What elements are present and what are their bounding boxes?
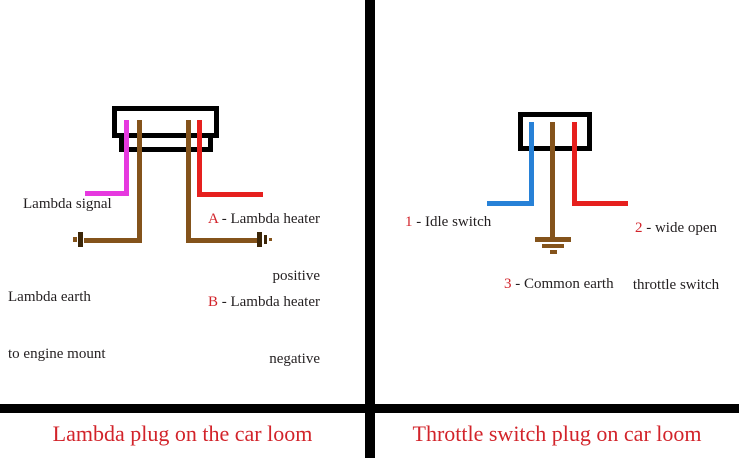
pin-letter-a: A [207,211,218,227]
throttle-connector-shell [518,112,592,151]
lambda-earth-wire-vertical [137,120,142,243]
common-earth-label: 3 - Common earth [489,256,614,313]
lambda-heater-positive-wire-vertical [197,120,202,197]
wide-open-text: - wide open [642,220,718,236]
battery-terminal-icon [269,238,272,241]
panel-divider-horizontal [0,404,739,413]
ground-earth-icon [542,244,564,248]
idle-switch-text: - Idle switch [412,214,492,230]
heater-negative-text: - Lambda heater [217,294,320,310]
wide-open-throttle-wire-vertical [572,122,577,206]
lambda-earth-label: Lambda earth to engine mount [8,250,106,402]
idle-switch-label: 1 - Idle switch [390,194,491,251]
battery-terminal-icon [78,232,83,247]
pin-number-3: 3 [504,276,512,292]
lambda-panel-caption: Lambda plug on the car loom [52,421,313,446]
lambda-signal-label: Lambda signal [8,176,112,233]
lambda-heater-positive-label: A - Lambda heater positive [190,172,320,324]
lambda-heater-negative-label: B - Lambda heater negative [190,255,320,407]
wide-open-throttle-wire-horizontal [572,201,628,206]
lambda-earth-text-line1: Lambda earth [8,289,91,305]
idle-switch-wire-horizontal [487,201,534,206]
idle-switch-wire-vertical [529,122,534,206]
pin-number-1: 1 [405,214,413,230]
pin-number-2: 2 [634,220,643,236]
panel-divider-vertical [365,0,375,458]
heater-positive-text-line2: positive [272,268,321,284]
battery-terminal-icon [257,232,262,247]
ground-earth-icon [535,237,571,242]
wide-open-text-line2: throttle switch [632,277,720,293]
ground-earth-icon [550,250,557,254]
wide-open-throttle-label: 2 - wide open throttle switch [630,181,722,333]
common-earth-wire-vertical [550,122,555,238]
heater-negative-text-line2: negative [269,351,320,367]
heater-positive-text: - Lambda heater [217,211,320,227]
lambda-heater-negative-wire-vertical [186,120,191,243]
lambda-heater-positive-wire-horizontal [197,192,263,197]
pin-letter-b: B [207,294,218,310]
lambda-earth-wire-horizontal [84,238,142,243]
common-earth-text: - Common earth [511,276,614,292]
battery-terminal-icon [73,237,77,242]
throttle-panel-caption: Throttle switch plug on car loom [412,421,702,446]
lambda-connector-inner-shell [119,133,213,152]
lambda-heater-negative-wire-horizontal [186,238,258,243]
lambda-signal-wire-horizontal [85,191,129,196]
lambda-signal-label-text: Lambda signal [23,196,112,212]
lambda-earth-text-line2: to engine mount [8,346,106,362]
battery-terminal-icon [264,235,267,244]
lambda-signal-wire-vertical [124,120,129,196]
